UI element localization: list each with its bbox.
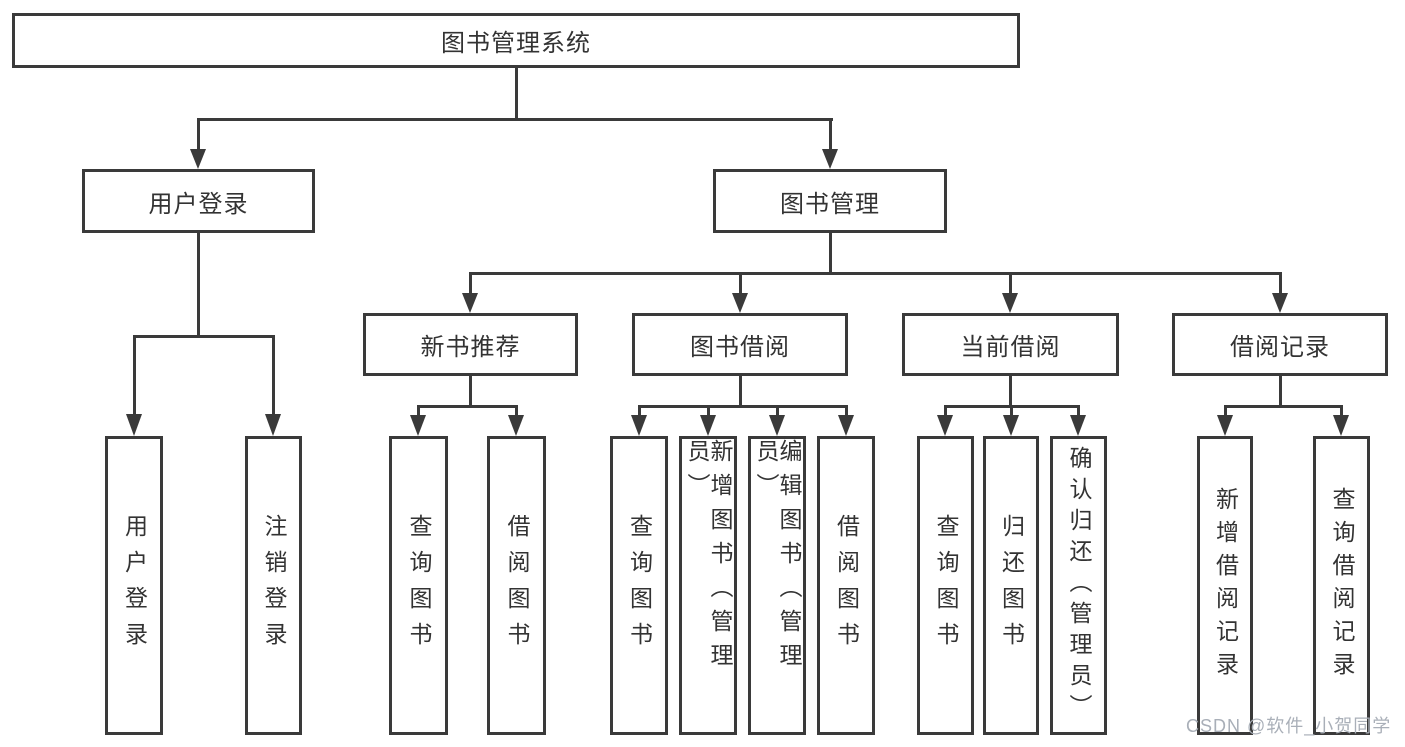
leaf-label: 确认归还（管理员） — [1066, 446, 1092, 725]
leaf-label: 查询图书 — [626, 513, 653, 658]
connector-line — [845, 405, 848, 417]
node-root: 图书管理系统 — [12, 13, 1020, 68]
connector-line — [515, 405, 518, 417]
arrow-head — [822, 149, 838, 169]
connector-line — [707, 405, 710, 417]
connector-line — [829, 118, 832, 151]
leaf-label: 注销登录 — [261, 513, 287, 658]
connector-line — [944, 405, 947, 417]
leaf-add-borrow-record: 新增借阅记录 — [1197, 436, 1253, 735]
leaf-label: 查询图书 — [933, 513, 959, 658]
arrow-head — [1333, 415, 1349, 436]
leaf-borrow-books-recommend: 借阅图书 — [487, 436, 546, 735]
leaf-add-books-admin: 新增图书（管理员） — [679, 436, 737, 735]
arrow-head — [126, 414, 142, 436]
node-borrowing-records: 借阅记录 — [1172, 313, 1388, 376]
connector-line — [197, 118, 200, 151]
arrow-head — [838, 415, 854, 436]
leaf-confirm-return-admin: 确认归还（管理员） — [1050, 436, 1107, 735]
leaf-query-borrow-record: 查询借阅记录 — [1313, 436, 1370, 735]
connector-line — [829, 233, 832, 275]
connector-line — [133, 335, 136, 416]
leaf-borrow-books: 借阅图书 — [817, 436, 875, 735]
node-current-borrowing: 当前借阅 — [902, 313, 1119, 376]
arrow-head — [462, 293, 478, 313]
connector-line — [133, 335, 274, 338]
arrow-head — [190, 149, 206, 169]
leaf-user-login: 用户登录 — [105, 436, 163, 735]
connector-line — [739, 376, 742, 408]
leaf-label: 借阅图书 — [504, 513, 530, 658]
connector-line — [469, 272, 1282, 275]
leaf-label: 用户登录 — [121, 513, 148, 658]
leaf-edit-books-admin: 编辑图书（管理员） — [748, 436, 806, 735]
node-label: 图书管理 — [780, 190, 880, 218]
arrow-head — [265, 414, 281, 436]
arrow-head — [1217, 415, 1233, 436]
leaf-label: 新增借阅记录 — [1212, 486, 1239, 685]
connector-line — [197, 233, 200, 338]
arrow-head — [937, 415, 953, 436]
arrow-head — [631, 415, 647, 436]
arrow-head — [1070, 415, 1086, 436]
connector-line — [1279, 272, 1282, 295]
connector-line — [1009, 272, 1012, 295]
connector-line — [638, 405, 641, 417]
node-label: 图书借阅 — [690, 334, 790, 361]
connector-line — [469, 376, 472, 408]
connector-line — [1077, 405, 1080, 417]
connector-line — [417, 405, 518, 408]
arrow-head — [1002, 293, 1018, 313]
arrow-head — [1003, 415, 1019, 436]
arrow-head — [508, 415, 524, 436]
leaf-label: 借阅图书 — [833, 513, 860, 658]
leaf-label: 归还图书 — [998, 513, 1025, 658]
connector-line — [1224, 405, 1342, 408]
node-new-book-recommend: 新书推荐 — [363, 313, 578, 376]
connector-line — [272, 335, 275, 416]
arrow-head — [1272, 293, 1288, 313]
connector-line — [469, 272, 472, 295]
connector-line — [1224, 405, 1227, 417]
arrow-head — [732, 293, 748, 313]
leaf-label: 查询图书 — [406, 513, 432, 658]
leaf-label: 查询借阅记录 — [1329, 486, 1355, 685]
connector-line — [1279, 376, 1282, 408]
connector-line — [1340, 405, 1343, 417]
node-book-management: 图书管理 — [713, 169, 947, 233]
connector-line — [197, 118, 833, 121]
connector-line — [515, 68, 518, 121]
arrow-head — [700, 415, 716, 436]
connector-line — [1009, 376, 1012, 408]
connector-line — [1010, 405, 1013, 417]
node-label: 用户登录 — [148, 190, 249, 218]
connector-line — [638, 405, 847, 408]
node-user-login: 用户登录 — [82, 169, 315, 233]
watermark: CSDN @软件_小贺同学 — [1186, 716, 1392, 736]
node-label: 借阅记录 — [1230, 334, 1330, 361]
node-book-borrowing: 图书借阅 — [632, 313, 848, 376]
arrow-head — [410, 415, 426, 436]
node-label: 新书推荐 — [420, 334, 521, 361]
node-label: 图书管理系统 — [441, 30, 591, 57]
node-label: 当前借阅 — [960, 334, 1061, 361]
leaf-logout: 注销登录 — [245, 436, 302, 735]
leaf-return-books: 归还图书 — [983, 436, 1039, 735]
connector-line — [739, 272, 742, 295]
leaf-label: 新增图书（管理员） — [684, 439, 733, 677]
arrow-head — [769, 415, 785, 436]
leaf-label: 编辑图书（管理员） — [753, 439, 802, 677]
connector-line — [417, 405, 420, 417]
leaf-query-books-current: 查询图书 — [917, 436, 974, 735]
connector-line — [776, 405, 779, 417]
leaf-query-books-recommend: 查询图书 — [389, 436, 448, 735]
leaf-query-books-borrow: 查询图书 — [610, 436, 668, 735]
